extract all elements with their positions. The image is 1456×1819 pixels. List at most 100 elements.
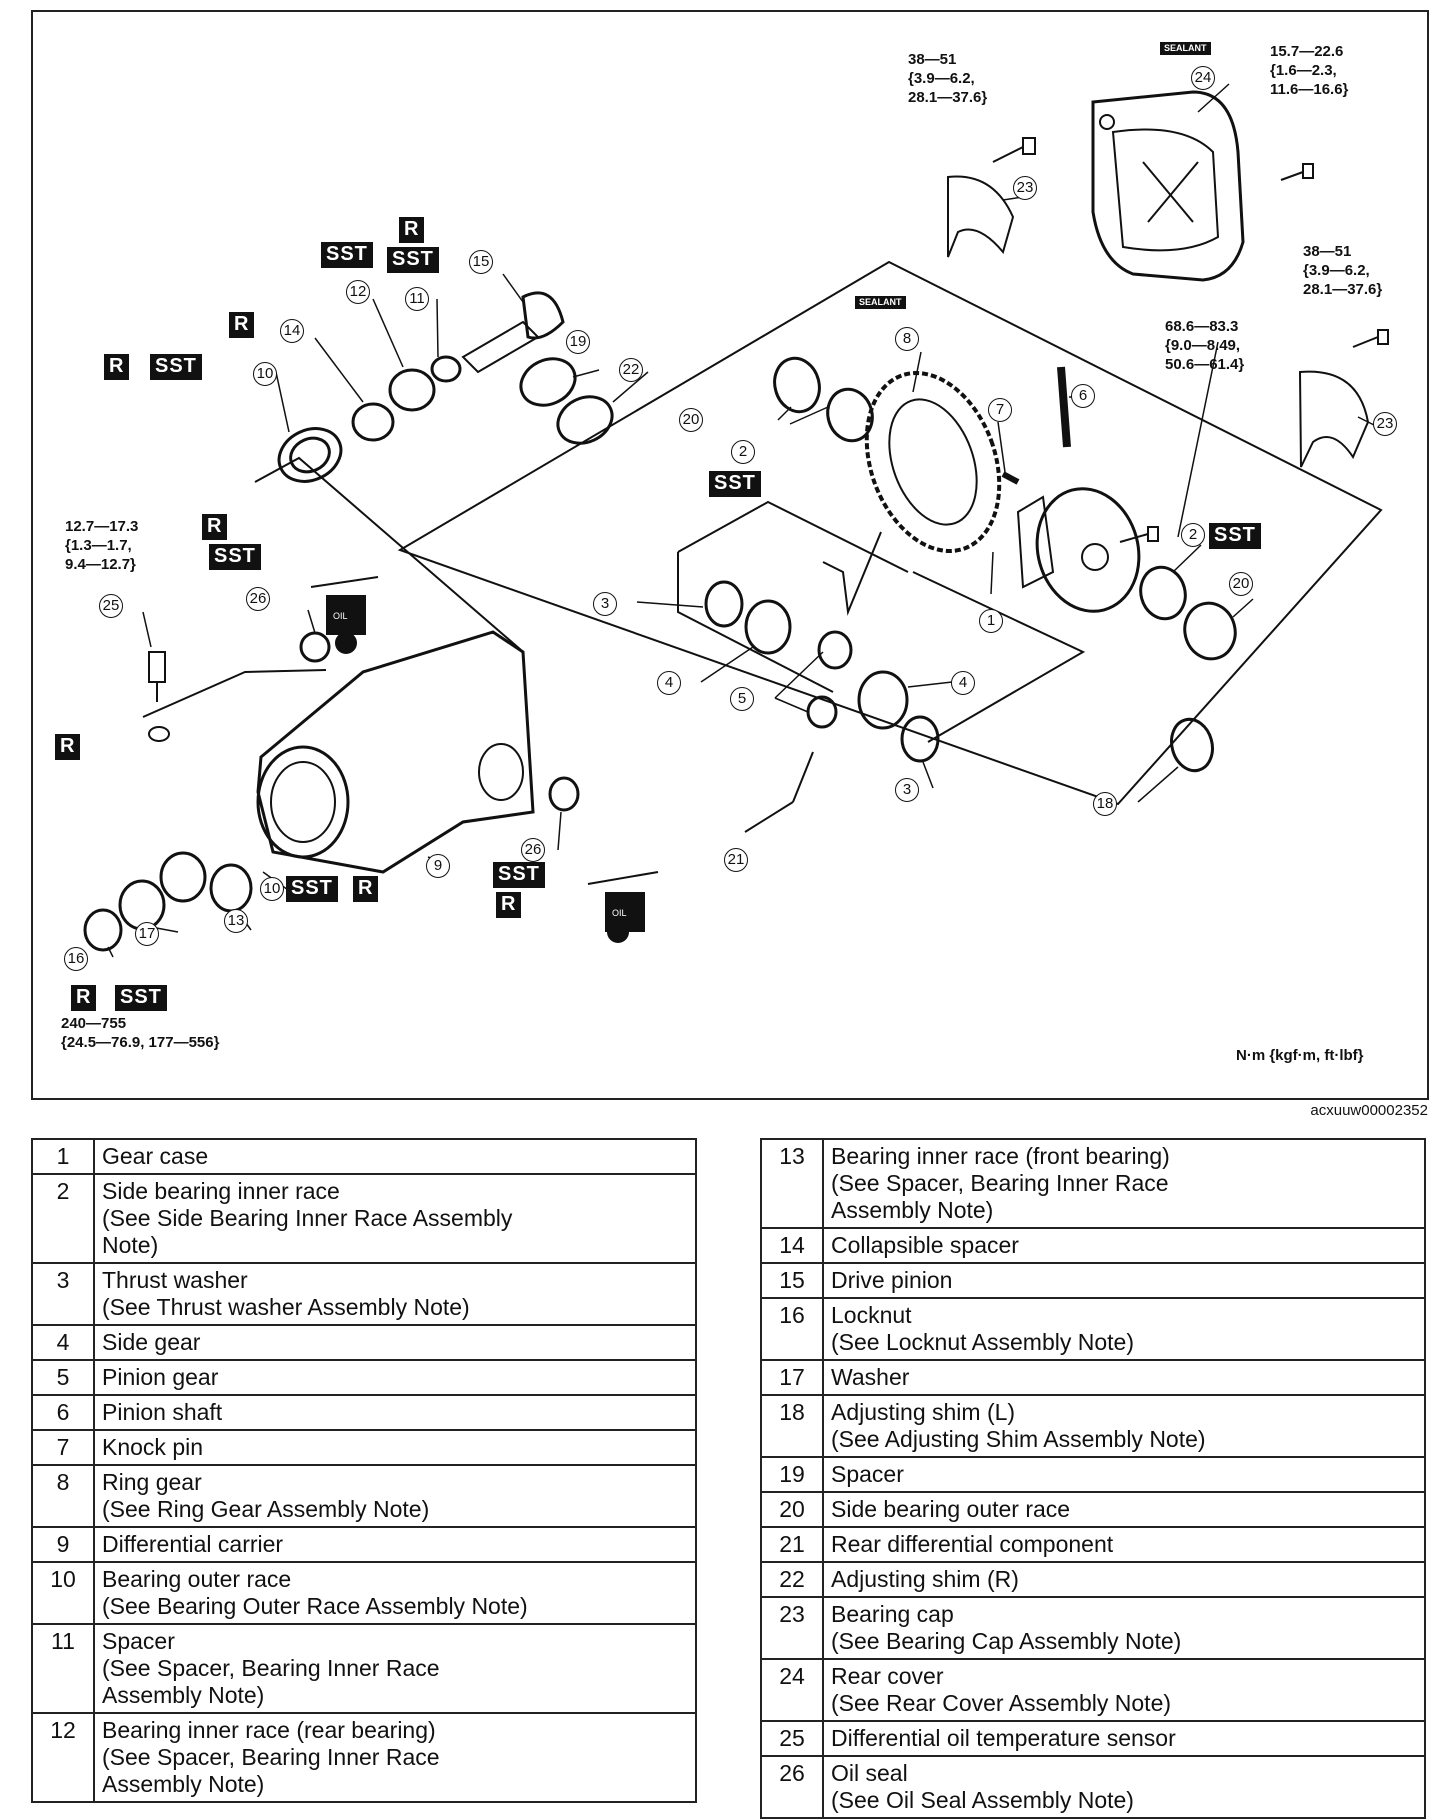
description-line: Adjusting shim (L) [831, 1399, 1016, 1425]
part-number: 4 [31, 1324, 95, 1361]
part-description: Collapsible spacer [822, 1227, 1426, 1264]
r-tag-10-top: R [104, 354, 130, 380]
description-line: Locknut [831, 1302, 912, 1328]
description-line: (See Spacer, Bearing Inner Race [102, 1744, 440, 1770]
callout-20-left: 20 [679, 408, 703, 432]
callout-19: 19 [566, 330, 590, 354]
torque-bearing-cap-top: 38—51 {3.9—6.2, 28.1—37.6} [908, 50, 987, 107]
callout-3-bottom: 3 [895, 778, 919, 802]
callout-7: 7 [988, 398, 1012, 422]
part-number: 18 [760, 1394, 824, 1458]
rear-cover-shape [1091, 90, 1245, 282]
table-row: 4 Side gear [31, 1324, 697, 1361]
pinion-group-leader [254, 456, 522, 651]
torque-line: 9.4—12.7} [65, 556, 136, 573]
part-number: 11 [31, 1623, 95, 1714]
description-line: Differential oil temperature sensor [831, 1725, 1176, 1751]
description-line: (See Side Bearing Inner Race Assembly [102, 1205, 513, 1231]
callout-20-right: 20 [1229, 572, 1253, 596]
callout-5: 5 [730, 687, 754, 711]
part-description: Bearing outer race(See Bearing Outer Rac… [93, 1561, 697, 1625]
callout-14: 14 [280, 319, 304, 343]
description-line: (See Spacer, Bearing Inner Race [831, 1170, 1169, 1196]
part-description: Adjusting shim (L)(See Adjusting Shim As… [822, 1394, 1426, 1458]
callout-1: 1 [979, 609, 1003, 633]
callout-8: 8 [895, 327, 919, 351]
part-number: 26 [760, 1755, 824, 1819]
part-description: Differential carrier [93, 1526, 697, 1563]
description-line: Thrust washer [102, 1267, 248, 1293]
torque-line: 12.7—17.3 [65, 518, 139, 535]
description-line: Gear case [102, 1143, 209, 1169]
callout-23-top: 23 [1013, 176, 1037, 200]
gear-case-shape [1035, 487, 1141, 613]
callout-12: 12 [346, 280, 370, 304]
part-description: Side gear [93, 1324, 697, 1361]
part-number: 23 [760, 1596, 824, 1660]
callout-26-top: 26 [246, 587, 270, 611]
torque-line: 38—51 [1303, 243, 1352, 260]
part-description: Rear differential component [822, 1526, 1426, 1563]
callout-13: 13 [224, 909, 248, 933]
torque-line: {3.9—6.2, [908, 70, 975, 87]
part-description: Gear case [93, 1138, 697, 1175]
description-line: Bearing inner race (front bearing) [831, 1143, 1170, 1169]
torque-line: {1.6—2.3, [1270, 62, 1337, 79]
part-description: Bearing cap(See Bearing Cap Assembly Not… [822, 1596, 1426, 1660]
sst-tag-2-left: SST [709, 471, 761, 497]
torque-locknut: 240—755 {24.5—76.9, 177—556} [61, 1014, 219, 1052]
description-line: Drive pinion [831, 1267, 953, 1293]
description-line: Ring gear [102, 1469, 202, 1495]
description-line: Spacer [831, 1461, 904, 1487]
sst-tag-11: SST [387, 247, 439, 273]
r-tag-16: R [71, 985, 97, 1011]
part-number: 2 [31, 1173, 95, 1264]
callout-10-bottom: 10 [260, 877, 284, 901]
sst-tag-26-bottom: SST [493, 862, 545, 888]
part-description: Bearing inner race (front bearing)(See S… [822, 1138, 1426, 1229]
gear-group-leader [677, 500, 909, 573]
part-description: Knock pin [93, 1429, 697, 1466]
description-line: Washer [831, 1364, 910, 1390]
sealant-tag-ring-gear: SEALANT [855, 296, 906, 309]
bearing-cap-top-shape [947, 175, 1015, 258]
part-number: 7 [31, 1429, 95, 1466]
description-line: Side bearing inner race [102, 1178, 340, 1204]
r-tag-10-bottom: R [353, 876, 379, 902]
torque-line: 28.1—37.6} [1303, 281, 1383, 298]
table-row: 25 Differential oil temperature sensor [760, 1720, 1426, 1757]
exploded-diagram: OIL OIL 38—51 {3.9—6.2, 28.1—37.6} 15.7—… [31, 10, 1429, 1100]
callout-4-right: 4 [951, 671, 975, 695]
part-number: 25 [760, 1720, 824, 1757]
description-line: Adjusting shim (R) [831, 1566, 1019, 1592]
torque-line: 28.1—37.6} [908, 89, 988, 106]
sensor-shape [148, 651, 166, 683]
description-line: Bearing cap [831, 1601, 954, 1627]
oil-text-1: OIL [333, 611, 348, 621]
part-number: 3 [31, 1262, 95, 1326]
callout-25: 25 [99, 594, 123, 618]
description-line: (See Bearing Outer Race Assembly Note) [102, 1593, 528, 1619]
part-number: 6 [31, 1394, 95, 1431]
description-line: (See Ring Gear Assembly Note) [102, 1496, 430, 1522]
description-line: Side gear [102, 1329, 201, 1355]
callout-10-top: 10 [253, 362, 277, 386]
part-number: 10 [31, 1561, 95, 1625]
callout-15: 15 [469, 250, 493, 274]
part-description: Adjusting shim (R) [822, 1561, 1426, 1598]
part-description: Washer [822, 1359, 1426, 1396]
